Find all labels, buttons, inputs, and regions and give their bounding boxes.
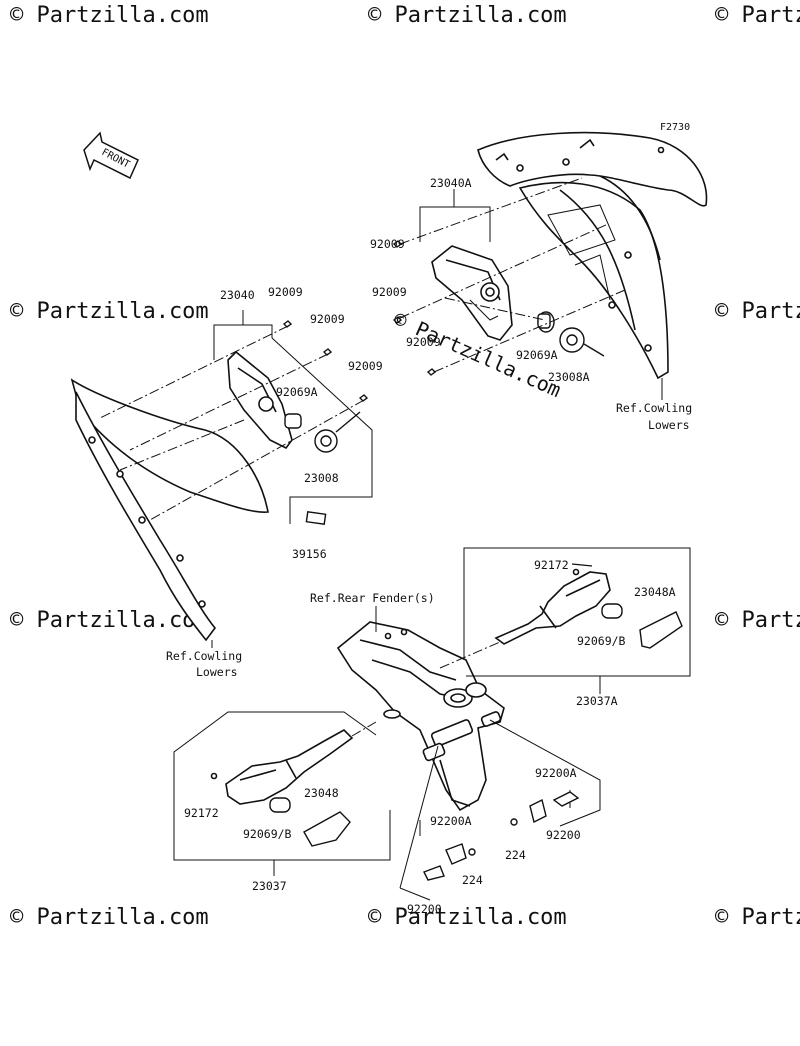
callout-bracket	[213, 310, 373, 524]
alignment-lines-right	[399, 177, 626, 373]
watermark-text: © Partzilla.com	[10, 3, 209, 28]
watermark-text: © Partzilla.com	[368, 905, 567, 930]
part-label-92069-B: 92069/B	[243, 827, 292, 841]
part-labels: 23040A 92009 92009 92009 92069A 23008A 2…	[166, 176, 692, 916]
alignment-lines-rear-left	[351, 721, 377, 737]
pad-39156	[305, 511, 327, 525]
right-bulb	[537, 311, 555, 333]
watermark-text: © Partzilla.com	[715, 608, 800, 633]
left-socket	[314, 411, 361, 453]
rear-right-bulb	[601, 603, 623, 619]
part-label-23037: 23037	[252, 879, 287, 893]
part-label-23040: 23040	[220, 288, 255, 302]
reference-label: Ref.Cowling	[616, 401, 692, 415]
rear-right-lens	[639, 611, 683, 649]
part-label-92009: 92009	[268, 285, 303, 299]
reference-leaders	[211, 378, 663, 648]
watermark-text: © Partzilla.com	[715, 3, 800, 28]
left-cowling-panel	[70, 378, 269, 642]
rear-left-bulb	[269, 797, 291, 813]
alignment-lines-rear-right	[439, 641, 501, 669]
part-label-92200A: 92200A	[535, 766, 577, 780]
part-label-92069-B: 92069/B	[577, 634, 626, 648]
watermark-text: © Partzilla.com	[715, 905, 800, 930]
rear-left-lens	[303, 811, 351, 847]
callout-box	[173, 711, 391, 876]
front-arrow-icon: FRONT	[83, 131, 139, 180]
part-label-224: 224	[505, 848, 526, 862]
watermark-layer: © Partzilla.com © Partzilla.com © Partzi…	[10, 3, 800, 930]
part-label-39156: 39156	[292, 547, 327, 561]
part-label-92009: 92009	[370, 237, 405, 251]
figure-code: F2730	[660, 122, 690, 133]
right-cowling-panel	[477, 131, 708, 380]
part-label-92200: 92200	[407, 902, 442, 916]
part-label-92009: 92009	[372, 285, 407, 299]
part-label-23037A: 23037A	[576, 694, 618, 708]
license-light-bracket-right	[510, 791, 580, 826]
reference-label: Ref.Cowling	[166, 649, 242, 663]
watermark-text: © Partzilla.com	[368, 3, 567, 28]
license-light-bracket-left	[423, 843, 476, 881]
part-label-92009: 92009	[406, 335, 441, 349]
part-label-92069A: 92069A	[516, 348, 558, 362]
left-front-turn-signal	[227, 350, 293, 450]
part-label-92069A: 92069A	[276, 385, 318, 399]
watermark-text: © Partzilla.com	[715, 299, 800, 324]
part-label-92172: 92172	[184, 806, 219, 820]
rear-right-turn-signal	[494, 568, 611, 645]
right-socket	[559, 327, 605, 357]
part-label-92200: 92200	[546, 828, 581, 842]
left-bulb	[284, 413, 302, 429]
part-label-23008: 23008	[304, 471, 339, 485]
screw-icon	[282, 320, 369, 402]
alignment-lines-left	[99, 325, 365, 521]
callout-bracket	[419, 189, 491, 242]
reference-label: Lowers	[648, 418, 690, 432]
part-label-23008A: 23008A	[548, 370, 590, 384]
watermark-text: © Partzilla.com	[10, 905, 209, 930]
screw-icon	[392, 240, 437, 376]
part-label-92009: 92009	[310, 312, 345, 326]
callout-box	[463, 547, 691, 694]
right-front-turn-signal	[431, 245, 513, 341]
part-label-92172: 92172	[534, 558, 569, 572]
part-label-224: 224	[462, 873, 483, 887]
callout-box	[399, 719, 601, 901]
reference-label: Ref.Rear Fender(s)	[310, 591, 435, 605]
rear-left-turn-signal	[210, 729, 354, 805]
rear-fender	[336, 621, 505, 812]
part-label-92200A: 92200A	[430, 814, 472, 828]
part-label-23048A: 23048A	[634, 585, 676, 599]
watermark-text: © Partzilla.com	[10, 299, 209, 324]
part-label-23048: 23048	[304, 786, 339, 800]
watermark-text: © Partzilla.com	[10, 608, 209, 633]
reference-label: Lowers	[196, 665, 238, 679]
part-label-23040A: 23040A	[430, 176, 472, 190]
screw-icon	[571, 563, 593, 567]
part-label-92009: 92009	[348, 359, 383, 373]
